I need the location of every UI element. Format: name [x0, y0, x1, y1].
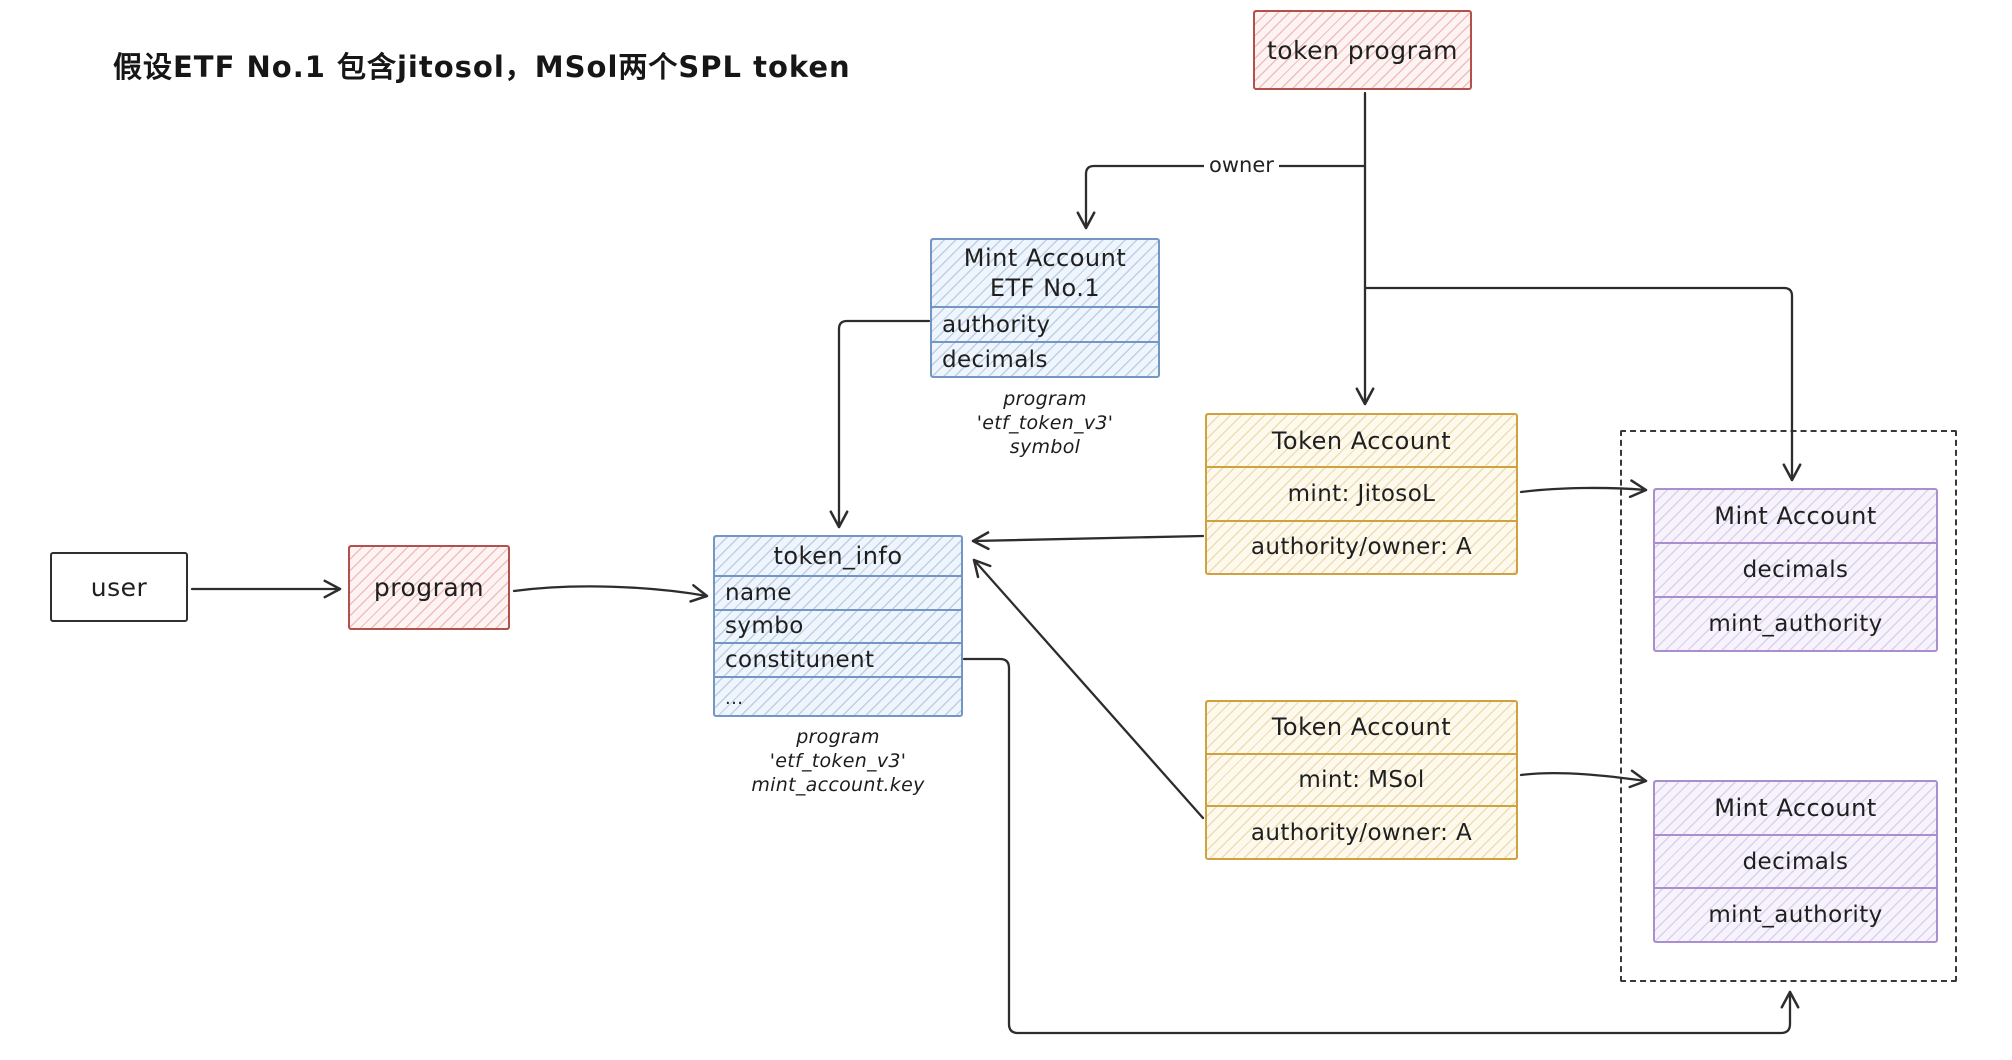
- mint-account-etf-caption: program 'etf_token_v3' symbol: [930, 388, 1160, 459]
- user-label: user: [90, 572, 148, 602]
- mint-account-etf-row-authority: authority: [932, 306, 1158, 341]
- mint-account-msol-row-decimals: decimals: [1655, 833, 1936, 888]
- user-node: user: [50, 552, 188, 622]
- token-info-row-symbo: symbo: [715, 608, 961, 643]
- program-node: program: [348, 545, 510, 630]
- token-program-node: token program: [1253, 10, 1472, 90]
- program-label: program: [373, 573, 485, 602]
- token-info-caption-line1: program: [796, 726, 880, 748]
- token-info-caption-line3: mint_account.key: [751, 773, 925, 796]
- diagram-note: 假设ETF No.1 包含jitosol，MSol两个SPL token: [113, 50, 851, 84]
- mint-account-etf-caption-line3: symbol: [1009, 435, 1081, 458]
- token-account-jitosol-row-authority: authority/owner: A: [1207, 519, 1516, 573]
- mint-account-etf-node: Mint Account ETF No.1 authority decimals: [930, 238, 1160, 378]
- mint-account-jitosol-node: Mint Account decimals mint_authority: [1653, 488, 1938, 652]
- mint-account-jitosol-title: Mint Account: [1714, 502, 1877, 530]
- token-info-title: token_info: [773, 542, 903, 570]
- mint-account-msol-title: Mint Account: [1714, 793, 1877, 822]
- arrow-program-to-token-info: [512, 584, 709, 603]
- token-account-jitosol-title: Token Account: [1271, 426, 1452, 455]
- token-account-jitosol-row-mint: mint: JitosoL: [1207, 466, 1516, 519]
- token-info-caption-line2: 'etf_token_v3': [769, 749, 907, 772]
- owner-edge-label: owner: [1204, 153, 1279, 177]
- token-info-row-constitunent: constitunent: [715, 642, 961, 676]
- token-program-label: token program: [1266, 35, 1459, 65]
- mint-account-msol-node: Mint Account decimals mint_authority: [1653, 780, 1938, 943]
- token-account-jitosol-node: Token Account mint: JitosoL authority/ow…: [1205, 413, 1518, 575]
- token-info-row-name: name: [715, 575, 961, 609]
- token-info-caption: program 'etf_token_v3' mint_account.key: [713, 726, 963, 797]
- token-account-msol-node: Token Account mint: MSol authority/owner…: [1205, 700, 1518, 860]
- arrow-token-account-msol-to-token-info: [972, 558, 1205, 820]
- arrow-mint-account-etf-to-token-info: [829, 319, 931, 529]
- mint-account-etf-caption-line1: program: [1003, 388, 1087, 410]
- mint-account-etf-row-decimals: decimals: [932, 341, 1158, 376]
- mint-account-jitosol-row-mint-authority: mint_authority: [1655, 596, 1936, 650]
- token-info-row-more: ...: [715, 675, 961, 716]
- token-account-msol-title: Token Account: [1271, 713, 1452, 742]
- mint-account-etf-title-line2: ETF No.1: [989, 274, 1101, 302]
- mint-account-etf-title: Mint Account ETF No.1: [932, 240, 1158, 306]
- token-account-msol-row-mint: mint: MSol: [1207, 752, 1516, 806]
- token-account-msol-row-authority: authority/owner: A: [1207, 805, 1516, 858]
- token-info-node: token_info name symbo constitunent ...: [713, 535, 963, 717]
- arrow-token-account-jitosol-to-token-info: [971, 531, 1205, 551]
- mint-account-jitosol-row-decimals: decimals: [1655, 542, 1936, 596]
- mint-account-msol-row-mint-authority: mint_authority: [1655, 887, 1936, 941]
- mint-account-etf-caption-line2: 'etf_token_v3': [976, 411, 1114, 434]
- mint-account-etf-title-line1: Mint Account: [963, 244, 1127, 272]
